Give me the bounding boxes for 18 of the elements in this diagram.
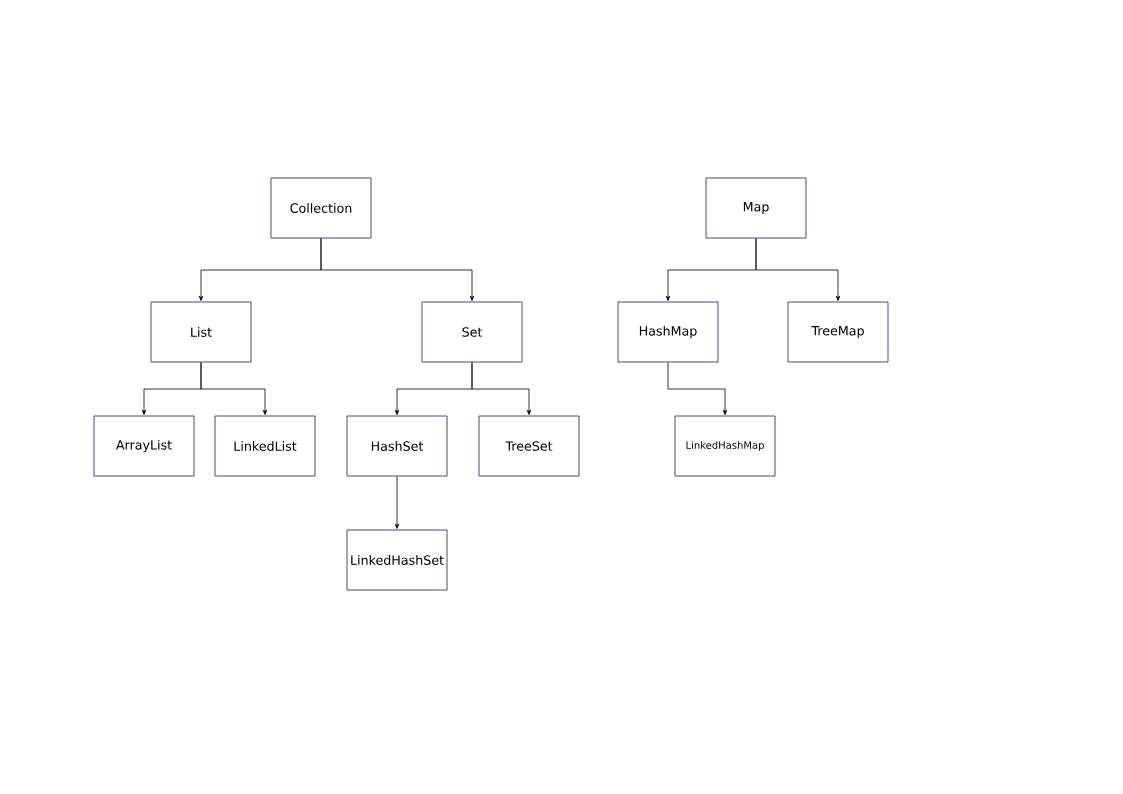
class-box: LinkedList xyxy=(214,415,316,477)
class-box: LinkedHashSet xyxy=(346,529,448,591)
arrow xyxy=(471,362,532,415)
class-box: Collection xyxy=(270,177,372,239)
class-box: Map xyxy=(705,177,807,239)
class-box: ArrayList xyxy=(93,415,195,477)
arrow xyxy=(667,362,728,415)
arrow xyxy=(394,476,400,529)
class-box: HashSet xyxy=(346,415,448,477)
class-box: Set xyxy=(421,301,523,363)
class-box: TreeMap xyxy=(787,301,889,363)
class-box: List xyxy=(150,301,252,363)
arrow xyxy=(200,362,268,415)
arrow xyxy=(755,238,841,301)
class-box: TreeSet xyxy=(478,415,580,477)
class-box: HashMap xyxy=(617,301,719,363)
class-box: LinkedHashMap xyxy=(674,415,776,477)
arrow xyxy=(320,238,475,301)
